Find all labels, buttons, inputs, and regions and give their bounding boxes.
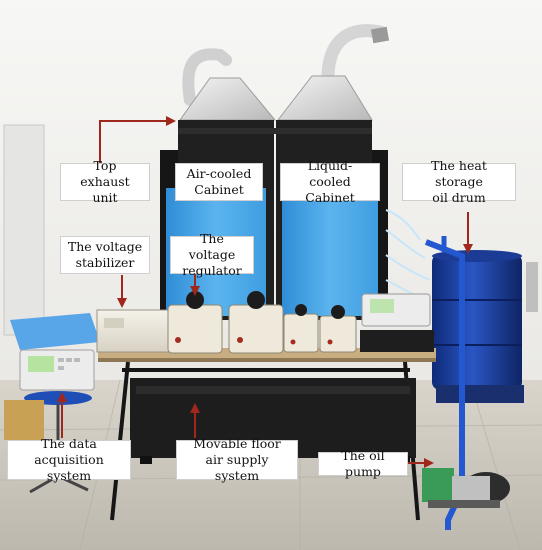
label-heat-storage-oil-drum: The heat storage oil drum (402, 158, 516, 205)
label-air-cooled: Air-cooled Cabinet (175, 163, 263, 201)
blue-board (10, 313, 100, 350)
label-voltage-stabilizer: The voltage stabilizer (60, 236, 150, 274)
liquid-cooled-panel (282, 188, 378, 316)
label-data-acquisition: The data acquisition system (7, 436, 131, 483)
label-voltage-regulator: The voltage regulator (170, 231, 254, 278)
exhaust-hose-right (321, 24, 387, 85)
label-liquid-cooled: Liquid-cooled Cabinet (280, 158, 380, 205)
label-movable-floor-air-supply: Movable floor air supply system (176, 436, 298, 483)
exhaust-hose-left (182, 48, 232, 106)
label-oil-pump: The oil pump (318, 448, 408, 479)
oil-pump-device (422, 468, 510, 508)
voltage-regulators (167, 291, 357, 354)
label-top-exhaust: Top exhaust unit (60, 158, 150, 205)
annotation-arrows (57, 116, 473, 468)
oil-drum (432, 254, 522, 390)
voltage-stabilizer-device (96, 309, 170, 353)
left-cabinet (3, 124, 45, 336)
